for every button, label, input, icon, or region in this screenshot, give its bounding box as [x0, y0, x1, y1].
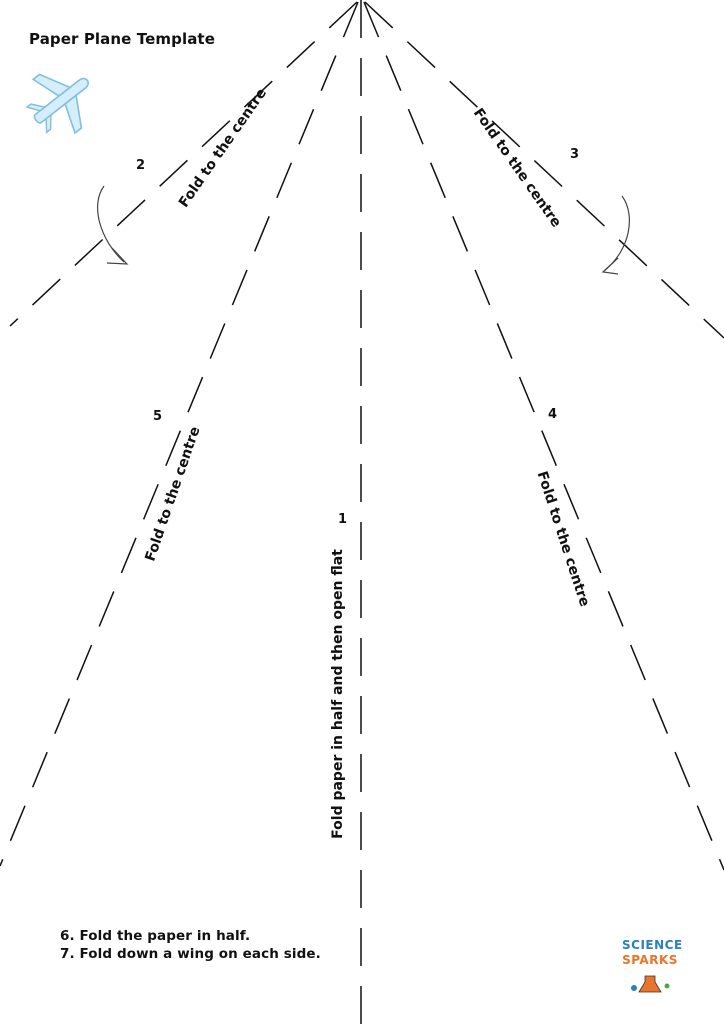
science-sparks-logo: SCIENCE SPARKS — [622, 938, 683, 968]
step-number-2: 2 — [136, 158, 146, 173]
fold-label-1: Fold paper in half and then open flat — [330, 549, 346, 839]
logo-line-2: SPARKS — [622, 953, 678, 967]
curved-arrow-icon — [97, 185, 129, 265]
step-number-3: 3 — [570, 147, 580, 162]
logo-line-1: SCIENCE — [622, 938, 683, 952]
instruction-7: 7. Fold down a wing on each side. — [60, 946, 321, 962]
airplane-icon — [25, 73, 89, 135]
fold-line-5 — [0, 1, 359, 867]
curved-arrow-icon — [601, 195, 630, 275]
page-title: Paper Plane Template — [29, 30, 215, 48]
fold-line-2 — [9, 1, 358, 327]
step-number-4: 4 — [548, 407, 558, 422]
step-number-5: 5 — [153, 409, 163, 424]
fold-line-4 — [363, 1, 724, 871]
flask-icon — [631, 975, 670, 993]
step-number-1: 1 — [338, 512, 348, 527]
fold-line-3 — [364, 1, 724, 339]
instruction-6: 6. Fold the paper in half. — [60, 928, 251, 944]
